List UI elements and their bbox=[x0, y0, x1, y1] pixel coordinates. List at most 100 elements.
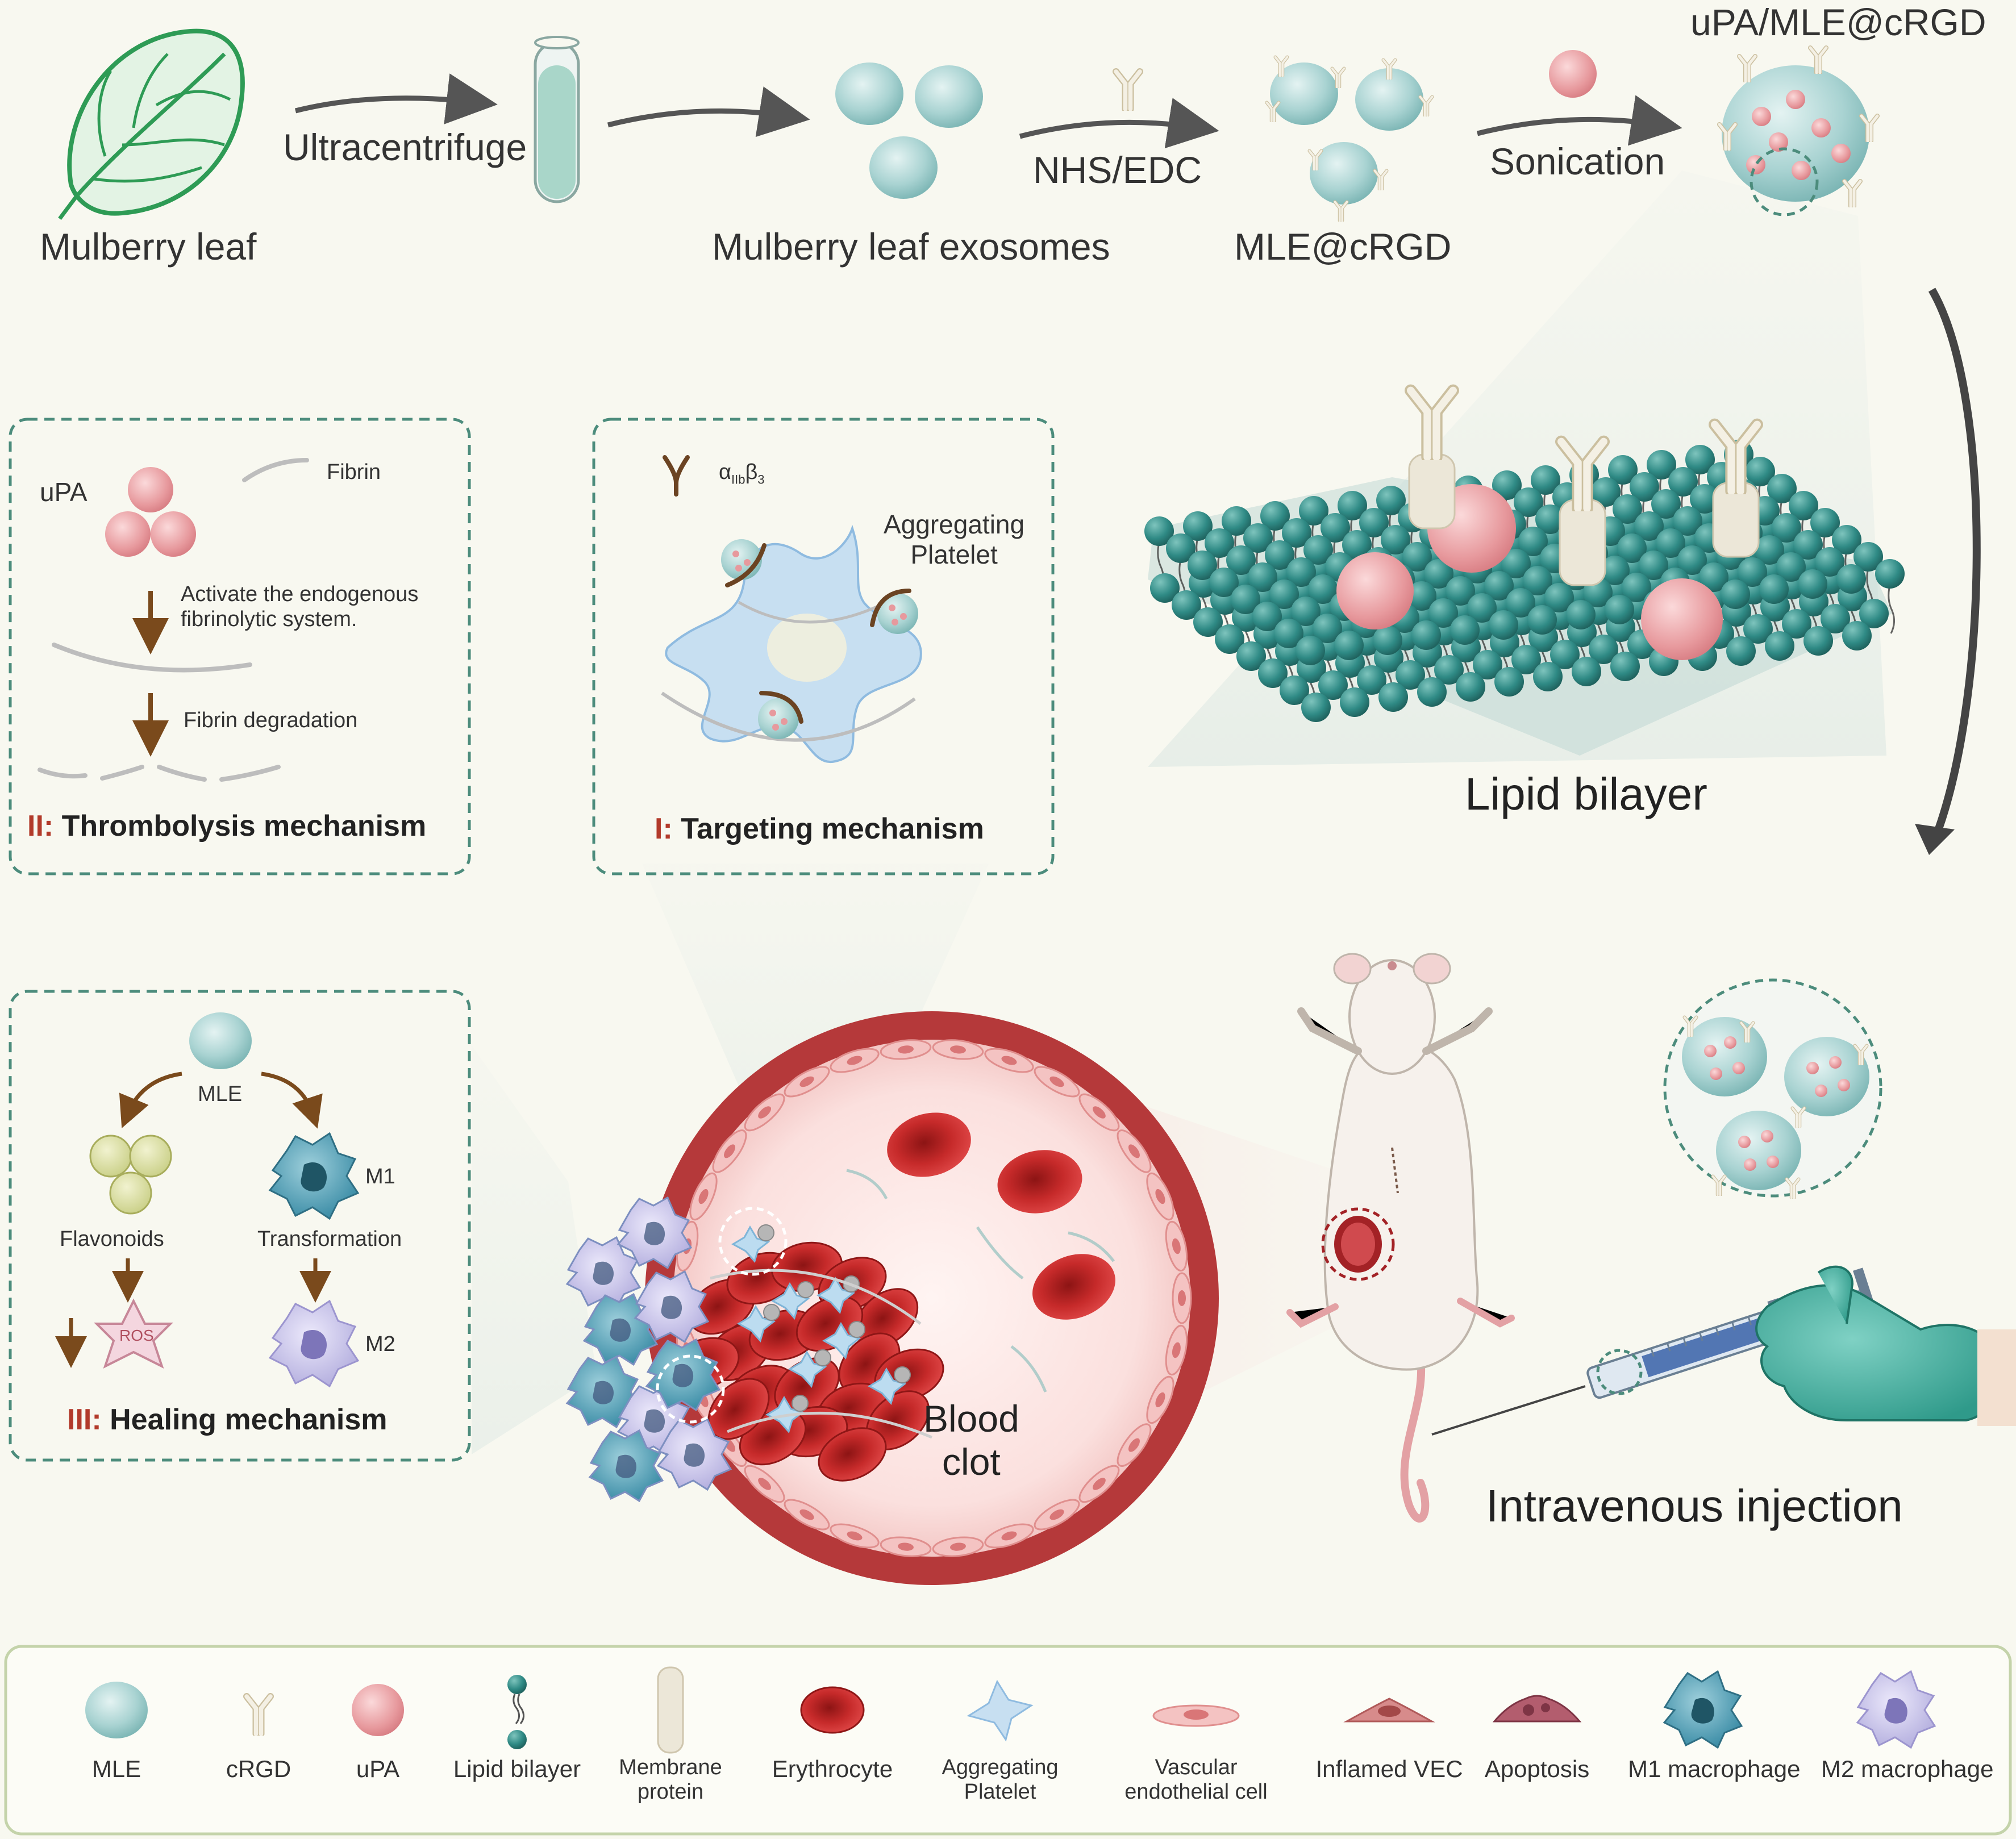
m2-icon bbox=[1856, 1670, 1936, 1749]
m1-macrophage-panel-icon bbox=[268, 1132, 360, 1220]
upa-mle-crgd-icon bbox=[1719, 48, 1877, 216]
mle-icon bbox=[85, 1682, 148, 1738]
zoom-beam-targeting bbox=[642, 864, 989, 1165]
label-intravenous-injection: Intravenous injection bbox=[1486, 1481, 1903, 1531]
vec-icon bbox=[1152, 1704, 1240, 1727]
blood-clot-mass bbox=[669, 1224, 944, 1482]
lipid-icon bbox=[507, 1675, 527, 1749]
apoptosis-icon bbox=[1492, 1695, 1582, 1723]
exosomes-icon bbox=[835, 62, 983, 199]
roman-i: I: bbox=[655, 812, 673, 845]
mle-icon-healing bbox=[189, 1012, 252, 1069]
injected-nanoparticles-zoom bbox=[1663, 978, 1882, 1198]
label-sonication: Sonication bbox=[1490, 140, 1665, 182]
legend-label-m1: M1 macrophage bbox=[1628, 1755, 1801, 1782]
label-flavonoids: Flavonoids bbox=[60, 1227, 164, 1251]
zoom-beam-healing bbox=[472, 1045, 597, 1454]
receptor-alpha: α bbox=[719, 460, 731, 484]
zoom-circle-healing bbox=[656, 1354, 725, 1424]
arrow-to-tube bbox=[294, 73, 498, 124]
legend-label-upa: uPA bbox=[356, 1755, 400, 1782]
label-mulberry-leaf: Mulberry leaf bbox=[40, 226, 257, 268]
gloved-hand-icon bbox=[1755, 1265, 2016, 1426]
rat-illustration bbox=[1286, 953, 1515, 1523]
legend-label-lipid: Lipid bilayer bbox=[453, 1755, 581, 1782]
zoom-circle-syringe bbox=[1596, 1349, 1643, 1395]
receptor-beta: β bbox=[745, 460, 758, 484]
legend-label-vec: Vascular endothelial cell bbox=[1124, 1755, 1268, 1804]
zoom-circle-bilayer bbox=[1750, 147, 1819, 216]
legend-label-mle: MLE bbox=[91, 1755, 141, 1782]
label-fibrin: Fibrin bbox=[327, 460, 381, 484]
blood-vessel-cross-section bbox=[565, 1011, 1219, 1585]
title-thrombolysis: II: Thrombolysis mechanism bbox=[27, 810, 426, 844]
label-blood-clot: Blood clot bbox=[923, 1398, 1019, 1483]
platelet-icon bbox=[967, 1679, 1034, 1742]
label-transformation: Transformation bbox=[257, 1227, 402, 1251]
label-ros: ROS bbox=[119, 1327, 154, 1344]
receptor-icon bbox=[663, 455, 690, 497]
panel-targeting bbox=[592, 418, 1055, 875]
arrow-to-exosomes bbox=[607, 86, 810, 137]
mle-crgd-icon bbox=[1267, 57, 1432, 221]
zoom-circle-targeting bbox=[718, 1207, 788, 1276]
title-targeting-text: Targeting mechanism bbox=[672, 812, 984, 845]
label-fibrin-degradation: Fibrin degradation bbox=[184, 708, 358, 732]
ros-star-icon bbox=[94, 1298, 173, 1369]
label-final-product: uPA/MLE@cRGD bbox=[1690, 1, 1986, 43]
label-m1: M1 bbox=[365, 1165, 395, 1189]
aggregating-platelet-icon bbox=[661, 524, 922, 764]
receptor-beta-sub: 3 bbox=[757, 472, 765, 487]
lipid-bilayer-illustration bbox=[1144, 390, 1905, 756]
roman-ii: II: bbox=[27, 810, 54, 843]
fibrin-icon bbox=[242, 458, 309, 482]
title-thrombolysis-text: Thrombolysis mechanism bbox=[53, 810, 427, 843]
panel-thrombolysis bbox=[9, 418, 471, 875]
legend-label-m2: M2 macrophage bbox=[1821, 1755, 1994, 1782]
legend-label-erythrocyte: Erythrocyte bbox=[772, 1755, 893, 1782]
label-nhs-edc: NHS/EDC bbox=[1033, 149, 1202, 191]
roman-iii: III: bbox=[67, 1403, 102, 1436]
upa-icon bbox=[352, 1684, 404, 1736]
label-ultracentrifuge: Ultracentrifuge bbox=[283, 126, 527, 168]
membrane-protein-icon bbox=[657, 1666, 684, 1754]
label-upa: uPA bbox=[40, 477, 88, 507]
free-erythrocytes bbox=[887, 1112, 1115, 1320]
legend-label-membrane-protein: Membrane protein bbox=[619, 1755, 722, 1804]
inflamed-vec-icon bbox=[1343, 1698, 1435, 1723]
title-healing: III: Healing mechanism bbox=[67, 1403, 388, 1437]
label-m2: M2 bbox=[365, 1332, 395, 1356]
label-aggregating-platelet: Aggregating Platelet bbox=[884, 510, 1025, 569]
test-tube-icon bbox=[534, 36, 580, 203]
label-activate: Activate the endogenous fibrinolytic sys… bbox=[181, 582, 419, 631]
brown-curve-right bbox=[261, 1071, 323, 1129]
arrow-to-final-product bbox=[1476, 95, 1682, 146]
crgd-peptide-icon bbox=[1116, 72, 1140, 109]
label-mle-crgd: MLE@cRGD bbox=[1234, 226, 1452, 268]
legend-icons bbox=[85, 1666, 1936, 1754]
fibrin-strand bbox=[52, 643, 252, 673]
label-exosomes: Mulberry leaf exosomes bbox=[712, 226, 1110, 268]
m2-macrophage-panel-icon bbox=[268, 1299, 360, 1388]
arrow-to-mle-crgd bbox=[1019, 98, 1219, 149]
erythrocyte-icon bbox=[800, 1686, 865, 1734]
degraded-fibrin-icon bbox=[38, 765, 281, 782]
legend-label-inflamed-vec: Inflamed VEC bbox=[1315, 1755, 1463, 1782]
m1-icon bbox=[1663, 1670, 1743, 1749]
legend-label-apoptosis: Apoptosis bbox=[1484, 1755, 1590, 1782]
legend-label-crgd: cRGD bbox=[226, 1755, 291, 1782]
label-lipid-bilayer: Lipid bilayer bbox=[1465, 769, 1707, 819]
title-healing-text: Healing mechanism bbox=[101, 1403, 388, 1436]
upa-cluster-icon bbox=[105, 467, 196, 557]
title-targeting: I: Targeting mechanism bbox=[655, 812, 984, 846]
panel-healing bbox=[9, 990, 471, 1462]
receptor-alpha-sub: IIb bbox=[731, 472, 745, 487]
arrow-to-injection bbox=[1928, 287, 1981, 848]
label-mle: MLE bbox=[198, 1082, 243, 1106]
mulberry-leaf-icon bbox=[58, 28, 245, 220]
brown-curve-left bbox=[119, 1071, 182, 1128]
legend-label-platelet: Aggregating Platelet bbox=[942, 1755, 1059, 1804]
label-receptor: αIIbβ3 bbox=[719, 460, 765, 487]
